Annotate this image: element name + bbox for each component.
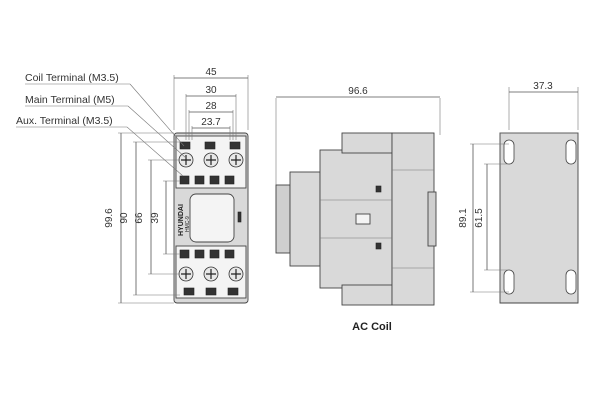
front-height-dimensions: 99.6 90 66 39 bbox=[104, 132, 180, 304]
indicator-slot bbox=[237, 211, 242, 223]
terminal-clamp-icon bbox=[209, 175, 220, 185]
coil-terminal-label: Coil Terminal (M3.5) bbox=[25, 72, 119, 84]
dim-39: 39 bbox=[150, 212, 161, 224]
main-terminal-label: Main Terminal (M5) bbox=[25, 94, 115, 106]
dim-23-7: 23.7 bbox=[201, 117, 221, 128]
terminal-clamp-icon bbox=[209, 249, 220, 259]
dim-90: 90 bbox=[119, 212, 130, 224]
dim-28: 28 bbox=[205, 101, 217, 112]
side-lever bbox=[355, 213, 371, 225]
mounting-view: 37.3 89.1 61.5 bbox=[458, 81, 579, 304]
terminal-clamp-icon bbox=[179, 249, 190, 259]
terminal-clamp-icon bbox=[224, 249, 235, 259]
terminal-clamp-icon bbox=[205, 287, 217, 296]
side-slot-icon bbox=[375, 242, 382, 250]
cross-slot-icon bbox=[181, 155, 191, 165]
cross-slot-icon bbox=[206, 155, 216, 165]
terminal-clamp-icon bbox=[227, 287, 239, 296]
terminal-clamp-icon bbox=[194, 175, 205, 185]
ac-coil-caption: AC Coil bbox=[352, 321, 392, 333]
name-plate-window bbox=[189, 193, 235, 243]
dim-96-6: 96.6 bbox=[348, 86, 368, 97]
dim-89-1: 89.1 bbox=[458, 208, 469, 228]
side-knob bbox=[275, 184, 291, 254]
aux-terminal-label: Aux. Terminal (M3.5) bbox=[16, 115, 113, 127]
terminal-clamp-icon bbox=[183, 287, 195, 296]
front-width-dimensions: 45 30 28 23.7 bbox=[173, 67, 249, 140]
cross-slot-icon bbox=[206, 269, 216, 279]
cross-slot-icon bbox=[181, 269, 191, 279]
side-top-terminal bbox=[341, 132, 393, 154]
mounting-slot-icon bbox=[503, 139, 515, 165]
terminal-clamp-icon bbox=[194, 249, 205, 259]
side-din-clip bbox=[427, 191, 437, 247]
mounting-slot-icon bbox=[503, 269, 515, 295]
brand-text: HYUNDAI bbox=[178, 204, 185, 236]
side-bottom-terminal bbox=[341, 284, 393, 306]
dim-61-5: 61.5 bbox=[474, 208, 485, 228]
dim-37-3: 37.3 bbox=[533, 81, 553, 92]
aux-terminal-screw-icon bbox=[229, 141, 241, 150]
top-screws bbox=[178, 141, 244, 185]
bottom-screws bbox=[178, 249, 244, 296]
dim-30: 30 bbox=[205, 85, 217, 96]
side-front-cover bbox=[289, 171, 321, 267]
dim-99-6: 99.6 bbox=[104, 208, 115, 228]
side-slot-icon bbox=[375, 185, 382, 193]
model-text: HMC-9 bbox=[185, 216, 191, 232]
terminal-clamp-icon bbox=[179, 175, 190, 185]
aux-terminal-screw-icon bbox=[204, 141, 216, 150]
coil-terminal-screw-icon bbox=[179, 141, 191, 150]
side-view: 96.6 AC Coil bbox=[275, 86, 441, 333]
terminal-leaders: Coil Terminal (M3.5) Main Terminal (M5) … bbox=[16, 72, 187, 177]
dim-45: 45 bbox=[205, 67, 217, 78]
cross-slot-icon bbox=[231, 269, 241, 279]
side-rear-body bbox=[391, 132, 435, 306]
mounting-slot-icon bbox=[565, 139, 577, 165]
front-view: HYUNDAI HMC-9 bbox=[173, 132, 249, 304]
cross-slot-icon bbox=[231, 155, 241, 165]
mounting-slot-icon bbox=[565, 269, 577, 295]
terminal-clamp-icon bbox=[224, 175, 235, 185]
dim-66: 66 bbox=[134, 212, 145, 224]
